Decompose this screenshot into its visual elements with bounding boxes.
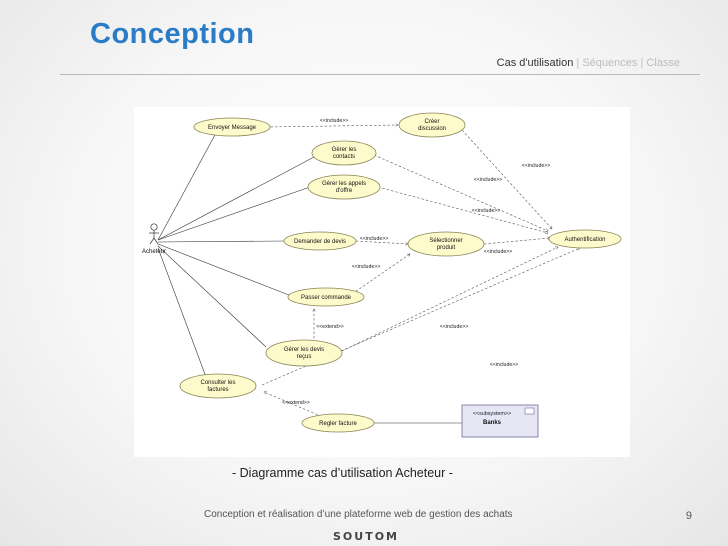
dependency-arrows [261,125,580,421]
include-label: <<include>> [472,208,501,214]
extend-label: <<extend>> [282,400,310,406]
subsystem-name: Banks [483,420,502,426]
use-case-label: reçus [297,354,312,360]
footer-text: Conception et réalisation d’une platefor… [204,509,513,520]
use-case-gerer-devis-recus[interactable]: Gérer les devis reçus [265,339,343,367]
nav-separator: | [576,57,580,69]
include-label: <<include>> [484,249,513,255]
use-case-label: Gérer les appels [322,181,366,187]
include-label: <<include>> [320,118,349,124]
use-case-label: Authentification [564,237,605,243]
subsystem-banks[interactable]: <<subsystem>> Banks [461,404,539,438]
use-case-envoyer-message[interactable]: Envoyer Message [193,117,271,137]
use-case-label: Gérer les devis [284,347,324,353]
actor-associations [157,132,315,378]
use-case-diagram-svg: <<include>> <<include>> <<include>> <<in… [142,112,622,438]
use-case-label: Gérer les [332,147,357,153]
use-case-diagram: <<include>> <<include>> <<include>> <<in… [134,107,630,457]
include-label: <<include>> [490,362,519,368]
use-case-regler-facture[interactable]: Regler facture [301,413,375,433]
nav-item-cas-utilisation[interactable]: Cas d'utilisation [496,57,574,69]
use-case-consulter-factures[interactable]: Consulter les factures [179,373,257,399]
use-case-label: Consulter les [200,380,235,386]
use-case-label: Envoyer Message [208,125,257,131]
header-divider [60,74,700,75]
extend-label: <<extend>> [316,324,344,330]
diagram-caption: - Diagramme cas d’utilisation Acheteur - [232,466,453,480]
use-case-label: discussion [418,126,446,132]
use-case-label: contacts [333,154,355,160]
include-label: <<include>> [360,236,389,242]
use-case-passer-commande[interactable]: Passer commande [287,287,365,307]
actor-icon [150,223,158,231]
logo-wordmark: SOUTOM [332,529,399,543]
use-case-creer-discussion[interactable]: Créer discussion [398,112,466,138]
stereotype-labels: <<include>> <<include>> <<include>> <<in… [282,118,550,406]
use-case-label: Passer commande [301,295,352,301]
use-case-label: d'offre [336,188,353,194]
include-label: <<include>> [440,324,469,330]
use-case-label: factures [207,387,228,393]
nav-separator: | [640,57,644,69]
include-label: <<include>> [352,264,381,270]
subsystem-stereotype: <<subsystem>> [473,411,511,417]
slide-title: Conception [90,18,255,50]
use-case-authentification[interactable]: Authentification [548,229,622,249]
component-icon [524,407,535,415]
nav-item-classe[interactable]: Classe [646,57,680,69]
section-nav: Cas d'utilisation | Séquences | Classe [440,57,680,69]
include-label: <<include>> [522,163,551,169]
soutom-logo: SOUTOM [322,528,410,544]
use-case-label: Demander de devis [294,239,346,245]
nav-item-sequences[interactable]: Séquences [582,57,638,69]
use-case-gerer-appels[interactable]: Gérer les appels d'offre [307,174,381,200]
use-case-label: Regler facture [319,421,357,427]
include-label: <<include>> [474,177,503,183]
page-number: 9 [685,510,692,522]
use-case-demander-devis[interactable]: Demander de devis [283,231,357,251]
use-case-label: Créer [424,119,439,125]
use-case-selectionner-produit[interactable]: Sélectionner produit [407,231,485,257]
use-case-label: produit [437,245,456,251]
actor-label: Acheteur [142,249,166,255]
use-case-gerer-contacts[interactable]: Gérer les contacts [311,140,377,166]
actor-acheteur[interactable]: Acheteur [142,223,166,255]
use-case-label: Sélectionner [429,238,462,244]
